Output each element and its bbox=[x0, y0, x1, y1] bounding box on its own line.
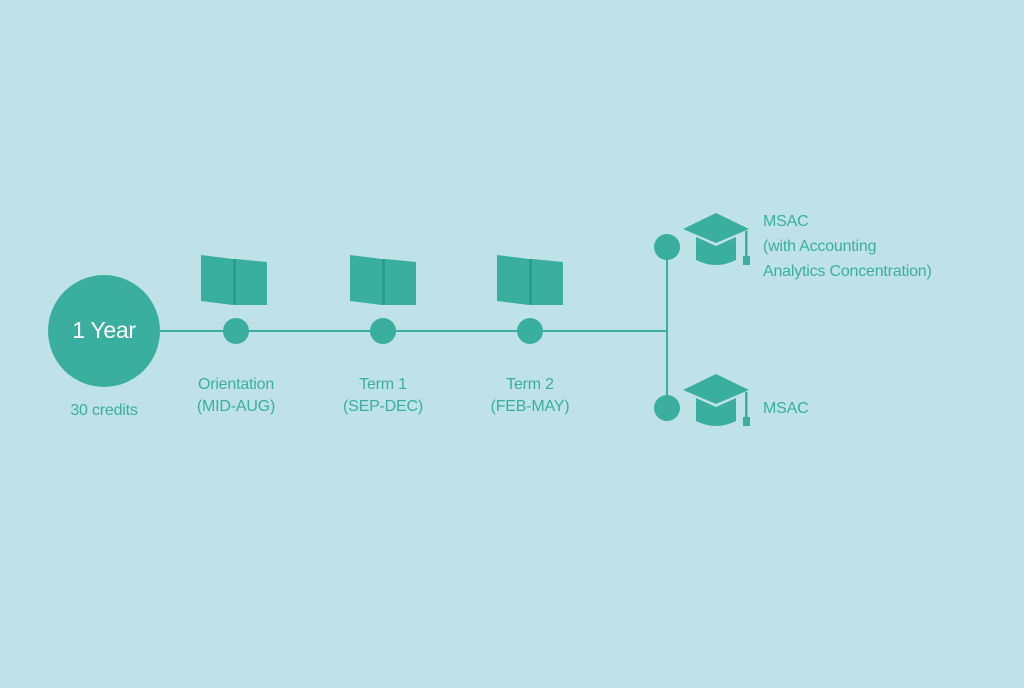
milestone-label-term-1: Term 1 (SEP-DEC) bbox=[318, 374, 448, 418]
milestone-title: Orientation bbox=[197, 376, 275, 393]
milestone-period: (SEP-DEC) bbox=[343, 398, 423, 415]
graduation-cap-icon bbox=[683, 374, 750, 426]
milestone-period: (FEB-MAY) bbox=[490, 398, 570, 415]
open-book-icon bbox=[350, 255, 416, 305]
outcome-label-msac: MSAC bbox=[763, 396, 1013, 421]
duration-label: 1 Year bbox=[72, 317, 136, 343]
milestone-title: Term 2 bbox=[506, 376, 554, 393]
open-book-icon bbox=[201, 255, 267, 305]
outcome-node-msac bbox=[654, 395, 680, 421]
open-book-icon bbox=[497, 255, 563, 305]
milestone-period: (MID-AUG) bbox=[196, 398, 276, 415]
graduation-cap-icon bbox=[683, 213, 750, 265]
duration-circle bbox=[48, 275, 160, 387]
outcome-node-msac-analytics bbox=[654, 234, 680, 260]
credits-label: 30 credits bbox=[70, 402, 138, 419]
milestone-node-term-1 bbox=[370, 318, 396, 344]
milestone-label-term-2: Term 2 (FEB-MAY) bbox=[465, 374, 595, 418]
milestone-title: Term 1 bbox=[359, 376, 407, 393]
milestone-label-orientation: Orientation (MID-AUG) bbox=[171, 374, 301, 418]
outcome-line: (with Accounting bbox=[763, 238, 877, 255]
outcome-line: MSAC bbox=[763, 213, 809, 230]
outcome-line: MSAC bbox=[763, 400, 809, 417]
milestone-node-term-2 bbox=[517, 318, 543, 344]
milestone-node-orientation bbox=[223, 318, 249, 344]
outcome-line: Analytics Concentration) bbox=[763, 263, 932, 280]
outcome-label-msac-analytics: MSAC (with Accounting Analytics Concentr… bbox=[763, 209, 1013, 284]
